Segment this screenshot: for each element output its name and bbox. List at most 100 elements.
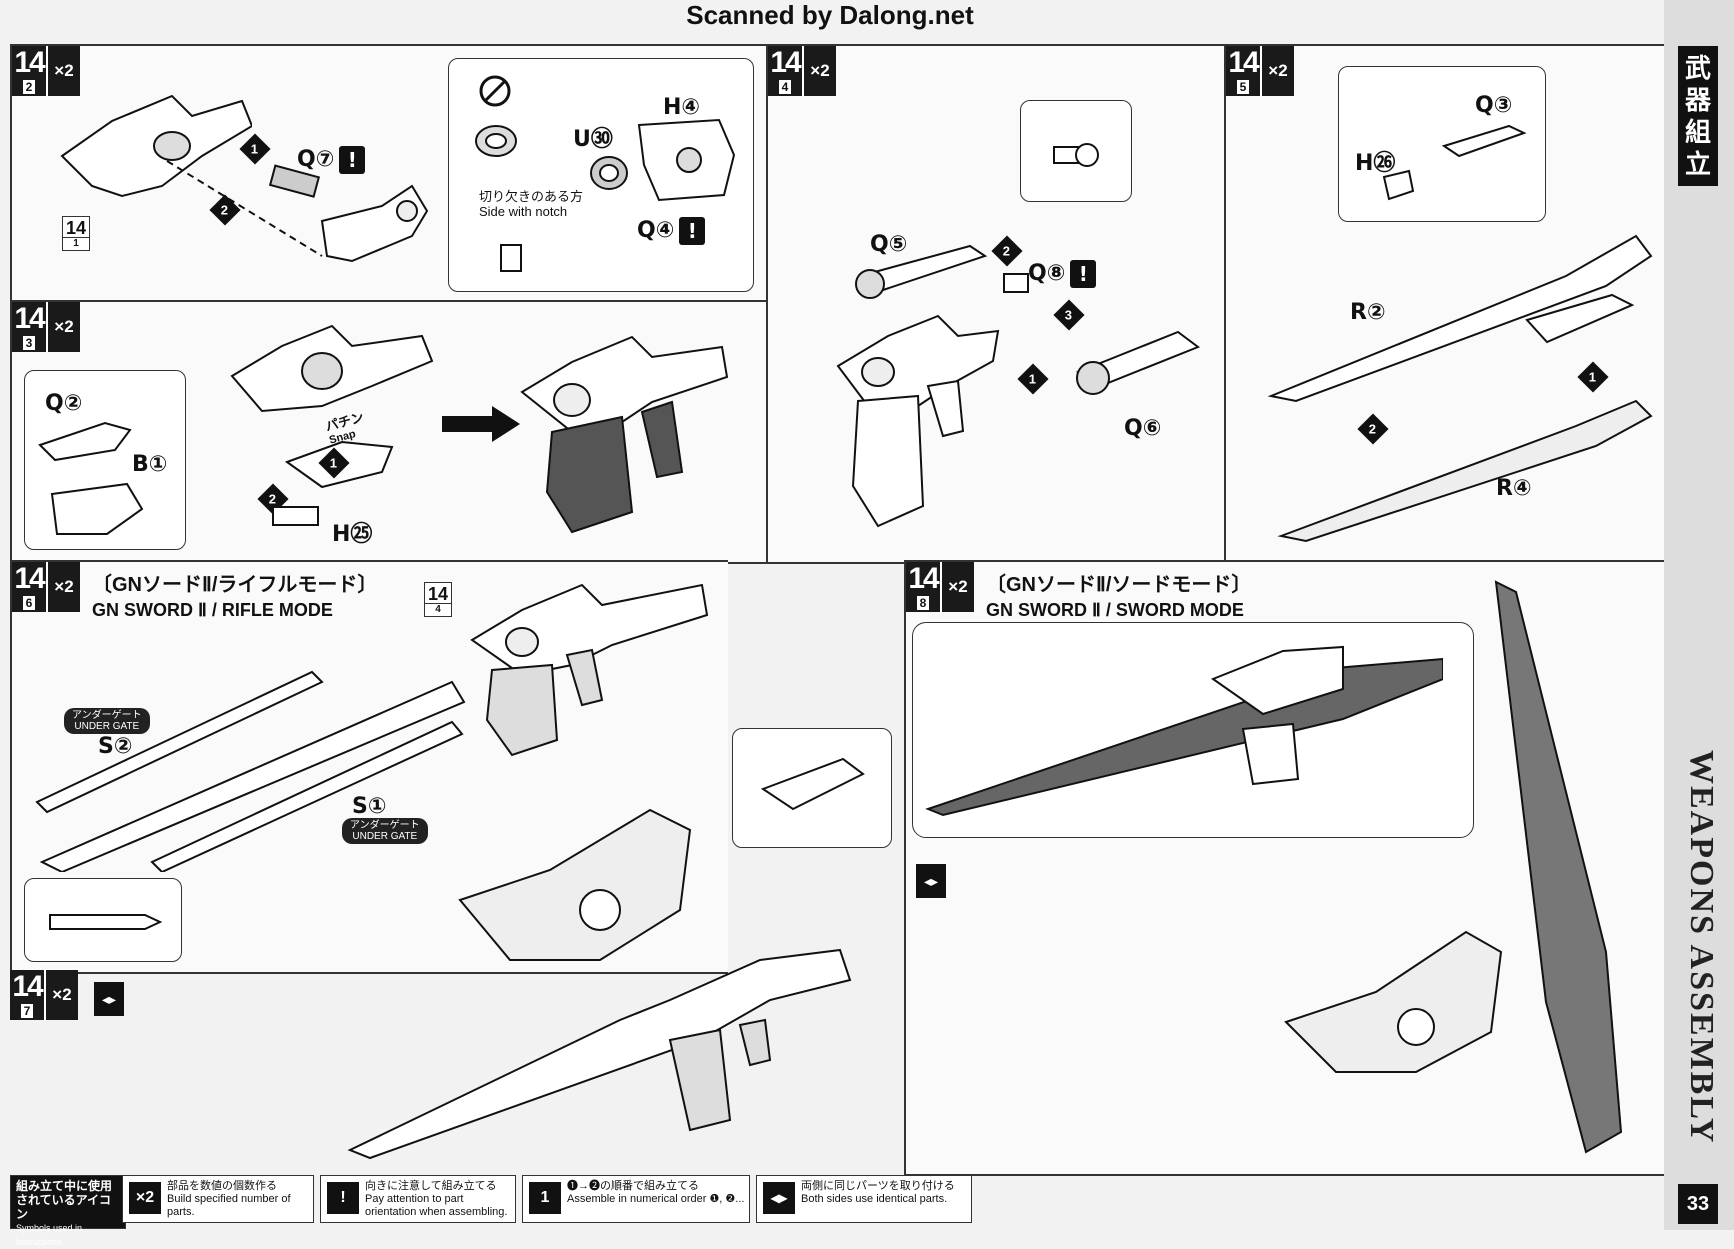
muzzle-detail <box>49 914 163 930</box>
long-blade-part <box>1494 580 1623 1154</box>
part-label-h4: H④ <box>663 95 701 120</box>
multiplier-badge: ×2 <box>802 46 836 96</box>
section-title-jp: 武器組立 <box>1678 46 1718 186</box>
peg-part <box>500 244 522 272</box>
rifle-barrel-parts <box>35 670 466 872</box>
part-label-h26: H㉖ <box>1355 151 1396 176</box>
part-label-q2: Q② <box>45 391 83 416</box>
frame-part <box>637 118 736 202</box>
multiplier-badge: ×2 <box>940 562 974 612</box>
orientation-warning-icon: ! <box>1070 260 1097 288</box>
rifle-assembled-part <box>347 948 852 1160</box>
grip-insert-part <box>38 421 132 462</box>
part-label-q3: Q③ <box>1475 93 1513 118</box>
q3-part <box>1441 124 1527 158</box>
muzzle-callout <box>24 878 182 962</box>
multiplier-badge: ×2 <box>44 970 78 1020</box>
scan-credit: Scanned by Dalong.net <box>686 0 974 30</box>
sidebar: 武器組立 WEAPONS ASSEMBLY 33 <box>1664 0 1734 1230</box>
gun-body-part <box>60 94 252 198</box>
ring-part-wrong <box>475 125 517 157</box>
both-sides-icon: ◂▸ <box>916 864 946 898</box>
part-label-q7: Q⑦! <box>297 146 366 174</box>
step-heading: 〔GNソードⅡ/ソードモード〕 GN SWORD Ⅱ / SWORD MODE <box>986 574 1252 620</box>
order-1-marker: 1 <box>1017 363 1049 395</box>
result-arrow <box>442 406 520 442</box>
sight-part <box>855 244 988 299</box>
part-label-s2: S② <box>98 734 133 759</box>
order-diamond-icon: 1 <box>529 1182 561 1214</box>
order-2-marker: 2 <box>991 235 1023 267</box>
assembled-gun-part <box>520 335 729 534</box>
dashed-guide <box>166 160 323 257</box>
part-label-q6: Q⑥ <box>1124 416 1162 441</box>
wrist-callout <box>732 728 892 848</box>
multiplier-badge: ×2 <box>46 302 80 352</box>
detail-callout <box>1020 100 1132 202</box>
section-title-en: WEAPONS ASSEMBLY <box>1683 750 1720 1145</box>
forearm-part <box>458 808 692 961</box>
part-label-q5: Q⑤ <box>870 232 908 257</box>
forearm-part <box>1284 930 1503 1073</box>
part-label-r4: R④ <box>1496 476 1532 501</box>
gun-body-part <box>230 324 434 413</box>
multiplier-badge: ×2 <box>1260 46 1294 96</box>
gun-body-part <box>836 314 1000 528</box>
prohibited-icon <box>479 75 511 107</box>
multiply-icon: ×2 <box>129 1182 161 1214</box>
grip-shell-part <box>50 482 144 535</box>
part-label-h25: H㉕ <box>332 522 373 547</box>
page-number: 33 <box>1678 1184 1718 1224</box>
multiplier-badge: ×2 <box>46 46 80 96</box>
both-sides-icon: ◂▸ <box>94 982 124 1016</box>
part-label-u30: U㉚ <box>573 127 613 152</box>
sword-mode-blade <box>925 645 1443 817</box>
h25-part <box>272 506 319 526</box>
blade-upper-part <box>1267 234 1653 403</box>
barrel-tip-part <box>1075 330 1201 395</box>
blade-lower-part <box>1277 399 1653 543</box>
blade-insert-part <box>1525 293 1635 344</box>
grip-callout: Q② <box>24 370 186 550</box>
orientation-warning-icon: ! <box>679 217 706 245</box>
part-label-r2: R② <box>1350 300 1386 325</box>
connector-part <box>268 164 321 198</box>
gun-body-part <box>470 583 709 757</box>
sword-mode-callout <box>912 622 1474 838</box>
exclamation-icon: ! <box>327 1182 359 1214</box>
part-label-s1: S① <box>352 794 387 819</box>
small-ring-part <box>1053 143 1099 167</box>
h26-part <box>1382 169 1415 201</box>
orientation-warning-icon: ! <box>339 146 366 174</box>
both-sides-icon: ◂▸ <box>763 1182 795 1214</box>
multiplier-badge: ×2 <box>46 562 80 612</box>
barrel-part <box>320 184 429 263</box>
ring-part <box>590 156 628 190</box>
part-label-b1: B① <box>132 452 168 477</box>
part-label-q4: Q④! <box>637 217 706 245</box>
part-label-q8: Q⑧! <box>1028 260 1097 288</box>
